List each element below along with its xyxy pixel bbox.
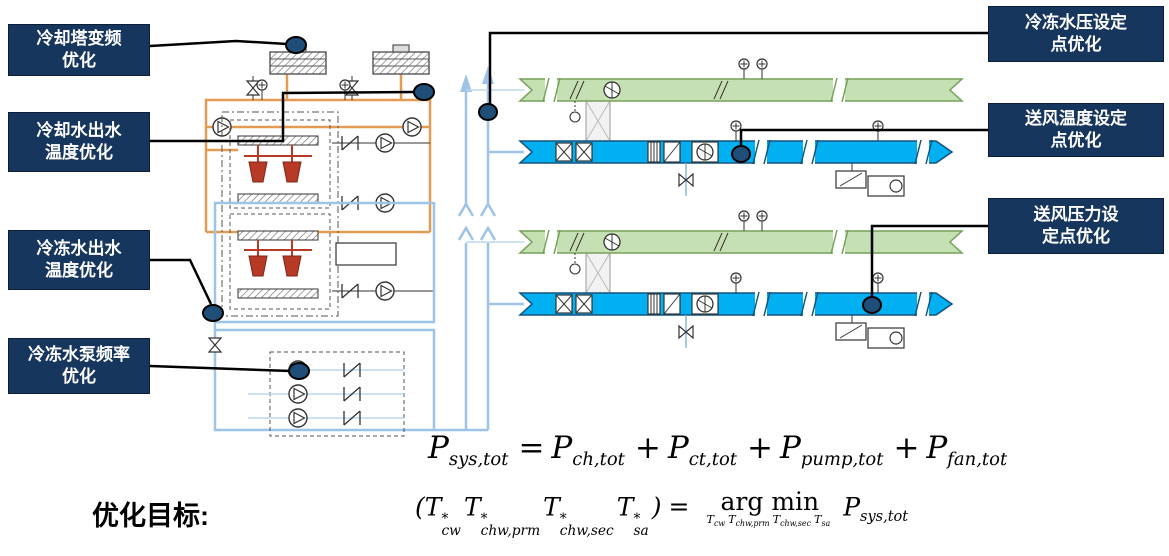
formula-sub: cw bbox=[441, 522, 461, 539]
formula-term: T bbox=[424, 492, 442, 522]
callout-line: 冷冻水出水 bbox=[36, 238, 122, 258]
formula-term: T bbox=[616, 492, 634, 522]
callout-line: 送风压力设 bbox=[1033, 204, 1119, 224]
callout-line: 冷冻水压设定 bbox=[1025, 12, 1127, 32]
formula-term: ( bbox=[415, 492, 425, 522]
callout-line: 送风温度设定 bbox=[1025, 108, 1127, 128]
condenser-pump-icon bbox=[402, 117, 422, 137]
objective-heading: 优化目标: bbox=[92, 501, 209, 531]
formula-sup: * bbox=[559, 511, 567, 528]
chiller-pumps bbox=[332, 133, 434, 301]
callout-supply-air-pressure-setpoint: 送风压力设 定点优化 bbox=[988, 198, 1164, 254]
formula-op: = bbox=[518, 430, 545, 466]
node-chilled-water-pump bbox=[288, 362, 310, 380]
riser-pipes bbox=[434, 66, 524, 432]
formula-term: P bbox=[667, 430, 689, 466]
secondary-pump-group bbox=[208, 337, 405, 437]
callout-chw-pressure-setpoint: 冷冻水压设定 点优化 bbox=[988, 6, 1164, 62]
formula-op: + bbox=[747, 430, 773, 466]
callout-line: 冷却水出水 bbox=[36, 120, 122, 140]
formula-term: P bbox=[843, 492, 861, 522]
formula-sub: sys,tot bbox=[448, 449, 509, 471]
connector-cooling-tower-vfd bbox=[149, 39, 288, 48]
optimization-nodes bbox=[202, 36, 882, 380]
cooling-tower-2 bbox=[372, 44, 430, 75]
formula-sub: ct,tot bbox=[688, 449, 737, 471]
connector-supply-air-temp bbox=[739, 128, 988, 146]
callout-connectors bbox=[149, 31, 988, 373]
temperature-sensor-icon bbox=[256, 79, 268, 101]
callout-line: 点优化 bbox=[1050, 131, 1102, 150]
node-cooling-tower-fan bbox=[285, 36, 307, 54]
ahu-unit-2 bbox=[520, 211, 962, 348]
formula-sub: fan,tot bbox=[947, 449, 1008, 471]
formula-sub: ch,tot bbox=[572, 449, 625, 471]
formula-op: + bbox=[634, 430, 661, 466]
formula-sup: * bbox=[441, 511, 449, 528]
formula-term: P bbox=[551, 430, 573, 466]
formula-op: = bbox=[668, 492, 690, 522]
node-chw-pressure bbox=[478, 103, 498, 121]
formula-sub: sys,tot bbox=[860, 509, 909, 526]
callout-line: 温度优化 bbox=[45, 143, 113, 162]
power-sum-formula: Psys,tot=Pch,tot+Pct,tot+Ppump,tot+Pfan,… bbox=[428, 430, 1010, 470]
connector-chw-pump-freq bbox=[149, 364, 291, 373]
callout-line: 温度优化 bbox=[45, 261, 113, 280]
formula-term: T bbox=[543, 492, 560, 522]
callout-line: 冷却塔变频 bbox=[36, 28, 122, 48]
connector-condenser-outlet-temp bbox=[150, 90, 416, 143]
callout-line: 优化 bbox=[62, 51, 96, 70]
formula-sup: * bbox=[633, 511, 641, 528]
ahu-unit-1 bbox=[520, 59, 962, 196]
chiller-plant bbox=[204, 44, 436, 437]
callout-chw-pump-freq: 冷冻水泵频率 优化 bbox=[8, 338, 150, 394]
chilled-water-loop bbox=[213, 201, 436, 432]
node-chilled-water-outlet bbox=[202, 304, 224, 322]
connector-chw-outlet-temp bbox=[150, 258, 213, 305]
chillers bbox=[221, 111, 339, 317]
node-condenser-water-outlet bbox=[413, 83, 435, 101]
temperature-sensor-icon bbox=[339, 79, 351, 101]
formula-term: P bbox=[779, 430, 801, 466]
callout-line: 优化 bbox=[62, 367, 96, 386]
formula-sub: pump,tot bbox=[800, 449, 884, 471]
formula-sub: chw,prm bbox=[480, 522, 541, 539]
callout-supply-air-temp-setpoint: 送风温度设定 点优化 bbox=[988, 103, 1164, 157]
callout-chw-outlet-temp: 冷冻水出水 温度优化 bbox=[8, 230, 150, 290]
argmin-label: arg min bbox=[720, 487, 820, 516]
callout-line: 冷冻水泵频率 bbox=[28, 344, 130, 364]
formula-term: ) bbox=[651, 492, 662, 522]
callout-line: 定点优化 bbox=[1042, 227, 1110, 246]
callout-condenser-outlet-temp: 冷却水出水 温度优化 bbox=[8, 112, 150, 172]
node-supply-air-temp bbox=[731, 145, 751, 163]
callout-cooling-tower-vfd: 冷却塔变频 优化 bbox=[8, 24, 150, 76]
formula-term: P bbox=[926, 430, 948, 466]
formula-sub: chw,sec bbox=[559, 522, 614, 539]
formula-term: P bbox=[428, 430, 449, 466]
callout-line: 点优化 bbox=[1050, 35, 1102, 54]
formula-sup: * bbox=[480, 511, 488, 528]
formula-sub: sa bbox=[633, 522, 649, 539]
connector-supply-air-pressure bbox=[870, 224, 988, 297]
node-supply-air-pressure bbox=[862, 296, 882, 314]
connector-chw-pressure bbox=[488, 31, 988, 104]
formula-term: T bbox=[463, 492, 481, 522]
formula-op: + bbox=[893, 430, 920, 466]
